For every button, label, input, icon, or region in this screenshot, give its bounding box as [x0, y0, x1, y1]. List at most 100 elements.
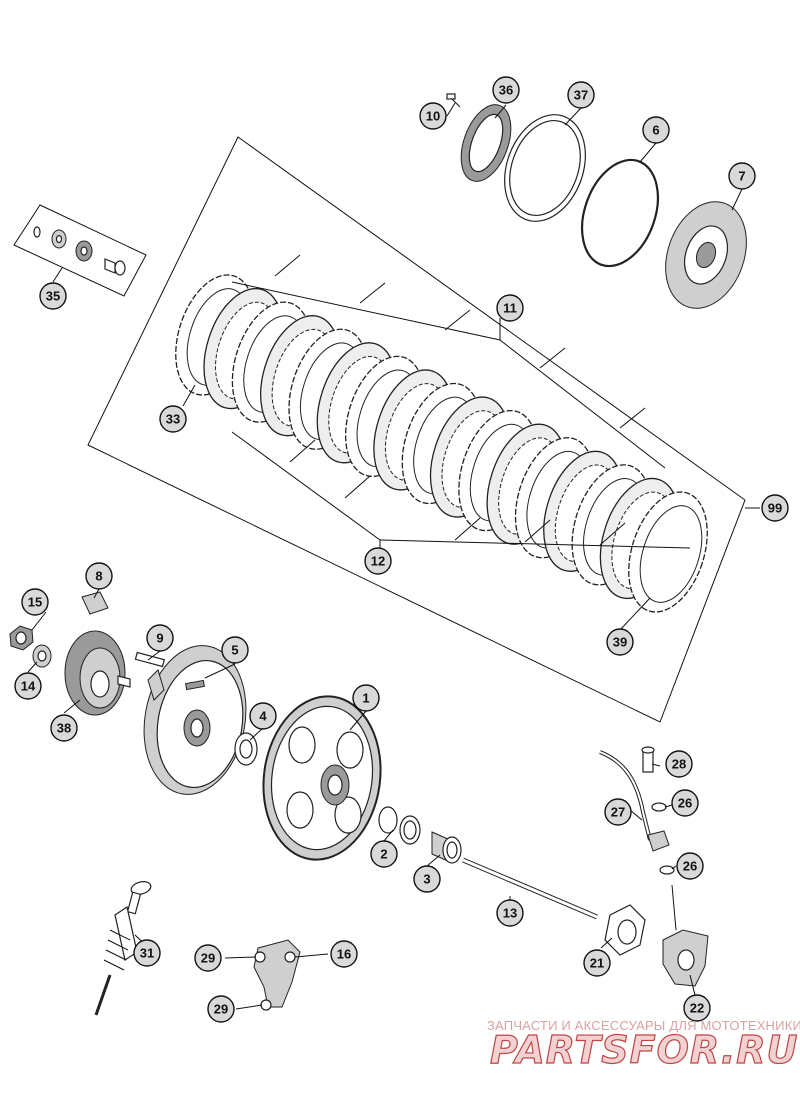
svg-text:16: 16 [337, 947, 351, 962]
svg-text:26: 26 [678, 796, 692, 811]
primary-gear-1 [262, 695, 382, 861]
callout-9: 9 [146, 624, 174, 652]
svg-text:13: 13 [503, 906, 517, 921]
svg-text:22: 22 [690, 1001, 704, 1016]
disc-spring-36 [460, 104, 512, 182]
slave-cylinder-22 [662, 929, 709, 987]
clutch-disc-stack [175, 274, 708, 613]
callout-29a: 29 [194, 944, 222, 972]
svg-text:33: 33 [166, 412, 180, 427]
friction-group-lines [231, 431, 691, 550]
svg-text:8: 8 [95, 569, 102, 584]
callout-1: 1 [352, 684, 380, 712]
pressure-plate-7 [665, 201, 747, 309]
callout-14: 14 [14, 672, 42, 700]
callout-3: 3 [413, 865, 441, 893]
svg-text:29: 29 [214, 1002, 228, 1017]
callout-4: 4 [249, 702, 277, 730]
callout-31: 31 [133, 939, 161, 967]
svg-text:31: 31 [140, 946, 154, 961]
nut-15 [9, 625, 34, 651]
leader-lines [27, 102, 743, 1010]
svg-text:2: 2 [380, 847, 387, 862]
damper-8 [81, 591, 109, 615]
callout-36: 36 [492, 76, 520, 104]
svg-text:6: 6 [652, 123, 659, 138]
callout-7: 7 [728, 162, 756, 190]
svg-text:4: 4 [259, 709, 267, 724]
svg-text:26: 26 [683, 859, 697, 874]
svg-text:11: 11 [503, 301, 517, 316]
callout-29b: 29 [207, 995, 235, 1023]
pin-9 [134, 651, 166, 668]
callout-33: 33 [159, 405, 187, 433]
svg-text:27: 27 [611, 805, 625, 820]
callout-26a: 26 [671, 789, 699, 817]
svg-text:36: 36 [499, 83, 513, 98]
bushing-2 [378, 806, 421, 845]
gasket-21 [604, 904, 646, 956]
banjo-bolt-28 [641, 746, 655, 773]
svg-text:39: 39 [613, 635, 627, 650]
svg-text:37: 37 [574, 88, 588, 103]
svg-text:5: 5 [231, 643, 238, 658]
callout-35: 35 [39, 282, 67, 310]
callout-26b: 26 [676, 852, 704, 880]
bracket-16 [253, 939, 301, 1011]
svg-text:9: 9 [156, 631, 163, 646]
svg-text:29: 29 [201, 951, 215, 966]
svg-text:7: 7 [738, 169, 745, 184]
clutch-basket-5 [143, 645, 247, 795]
callout-8: 8 [85, 562, 113, 590]
svg-text:3: 3 [423, 872, 430, 887]
bolt-10 [446, 93, 461, 108]
callout-12: 12 [364, 547, 392, 575]
svg-text:35: 35 [46, 289, 60, 304]
disc-inner-edge [639, 505, 703, 603]
svg-text:99: 99 [768, 501, 782, 516]
inner-hub-38 [64, 630, 131, 716]
callout-11: 11 [496, 294, 524, 322]
callout-22: 22 [683, 994, 711, 1022]
clutch-pack-frame [87, 136, 760, 723]
callout-28: 28 [665, 750, 693, 778]
seal-26b [659, 865, 675, 875]
callout-15: 15 [21, 588, 49, 616]
callout-99: 99 [761, 494, 789, 522]
seal-26a [651, 802, 667, 812]
tool-31 [94, 881, 152, 1016]
watermark-tagline: ЗАПЧАСТИ И АКСЕССУАРЫ ДЛЯ МОТОТЕХНИКИ [487, 1018, 800, 1033]
callout-5: 5 [221, 636, 249, 664]
banjo-fitting [647, 830, 670, 852]
svg-text:1: 1 [362, 691, 369, 706]
callout-37: 37 [567, 81, 595, 109]
svg-text:28: 28 [672, 757, 686, 772]
wire-ring-6 [581, 158, 659, 268]
callout-39: 39 [606, 628, 634, 656]
plates-group-lines [231, 254, 666, 469]
callout-38: 38 [50, 714, 78, 742]
hose-27 [599, 750, 652, 841]
svg-text:15: 15 [28, 595, 42, 610]
callout-27: 27 [604, 798, 632, 826]
svg-text:12: 12 [371, 554, 385, 569]
push-rod-13 [462, 857, 598, 920]
svg-text:10: 10 [426, 109, 440, 124]
svg-text:21: 21 [590, 956, 604, 971]
callout-13: 13 [496, 899, 524, 927]
support-plate-37 [504, 114, 586, 222]
callout-6: 6 [642, 116, 670, 144]
svg-text:14: 14 [21, 679, 36, 694]
svg-text:38: 38 [57, 721, 71, 736]
watermark-logo: PARTSFOR.RU [489, 1027, 799, 1072]
callout-2: 2 [370, 840, 398, 868]
bushing-3 [431, 831, 462, 864]
lock-washer-14 [32, 644, 52, 668]
small-parts-set [33, 226, 126, 276]
callout-21: 21 [583, 949, 611, 977]
callout-16: 16 [330, 940, 358, 968]
small-parts-frame [13, 204, 147, 297]
washer-4 [234, 732, 258, 766]
callout-10: 10 [419, 102, 447, 130]
